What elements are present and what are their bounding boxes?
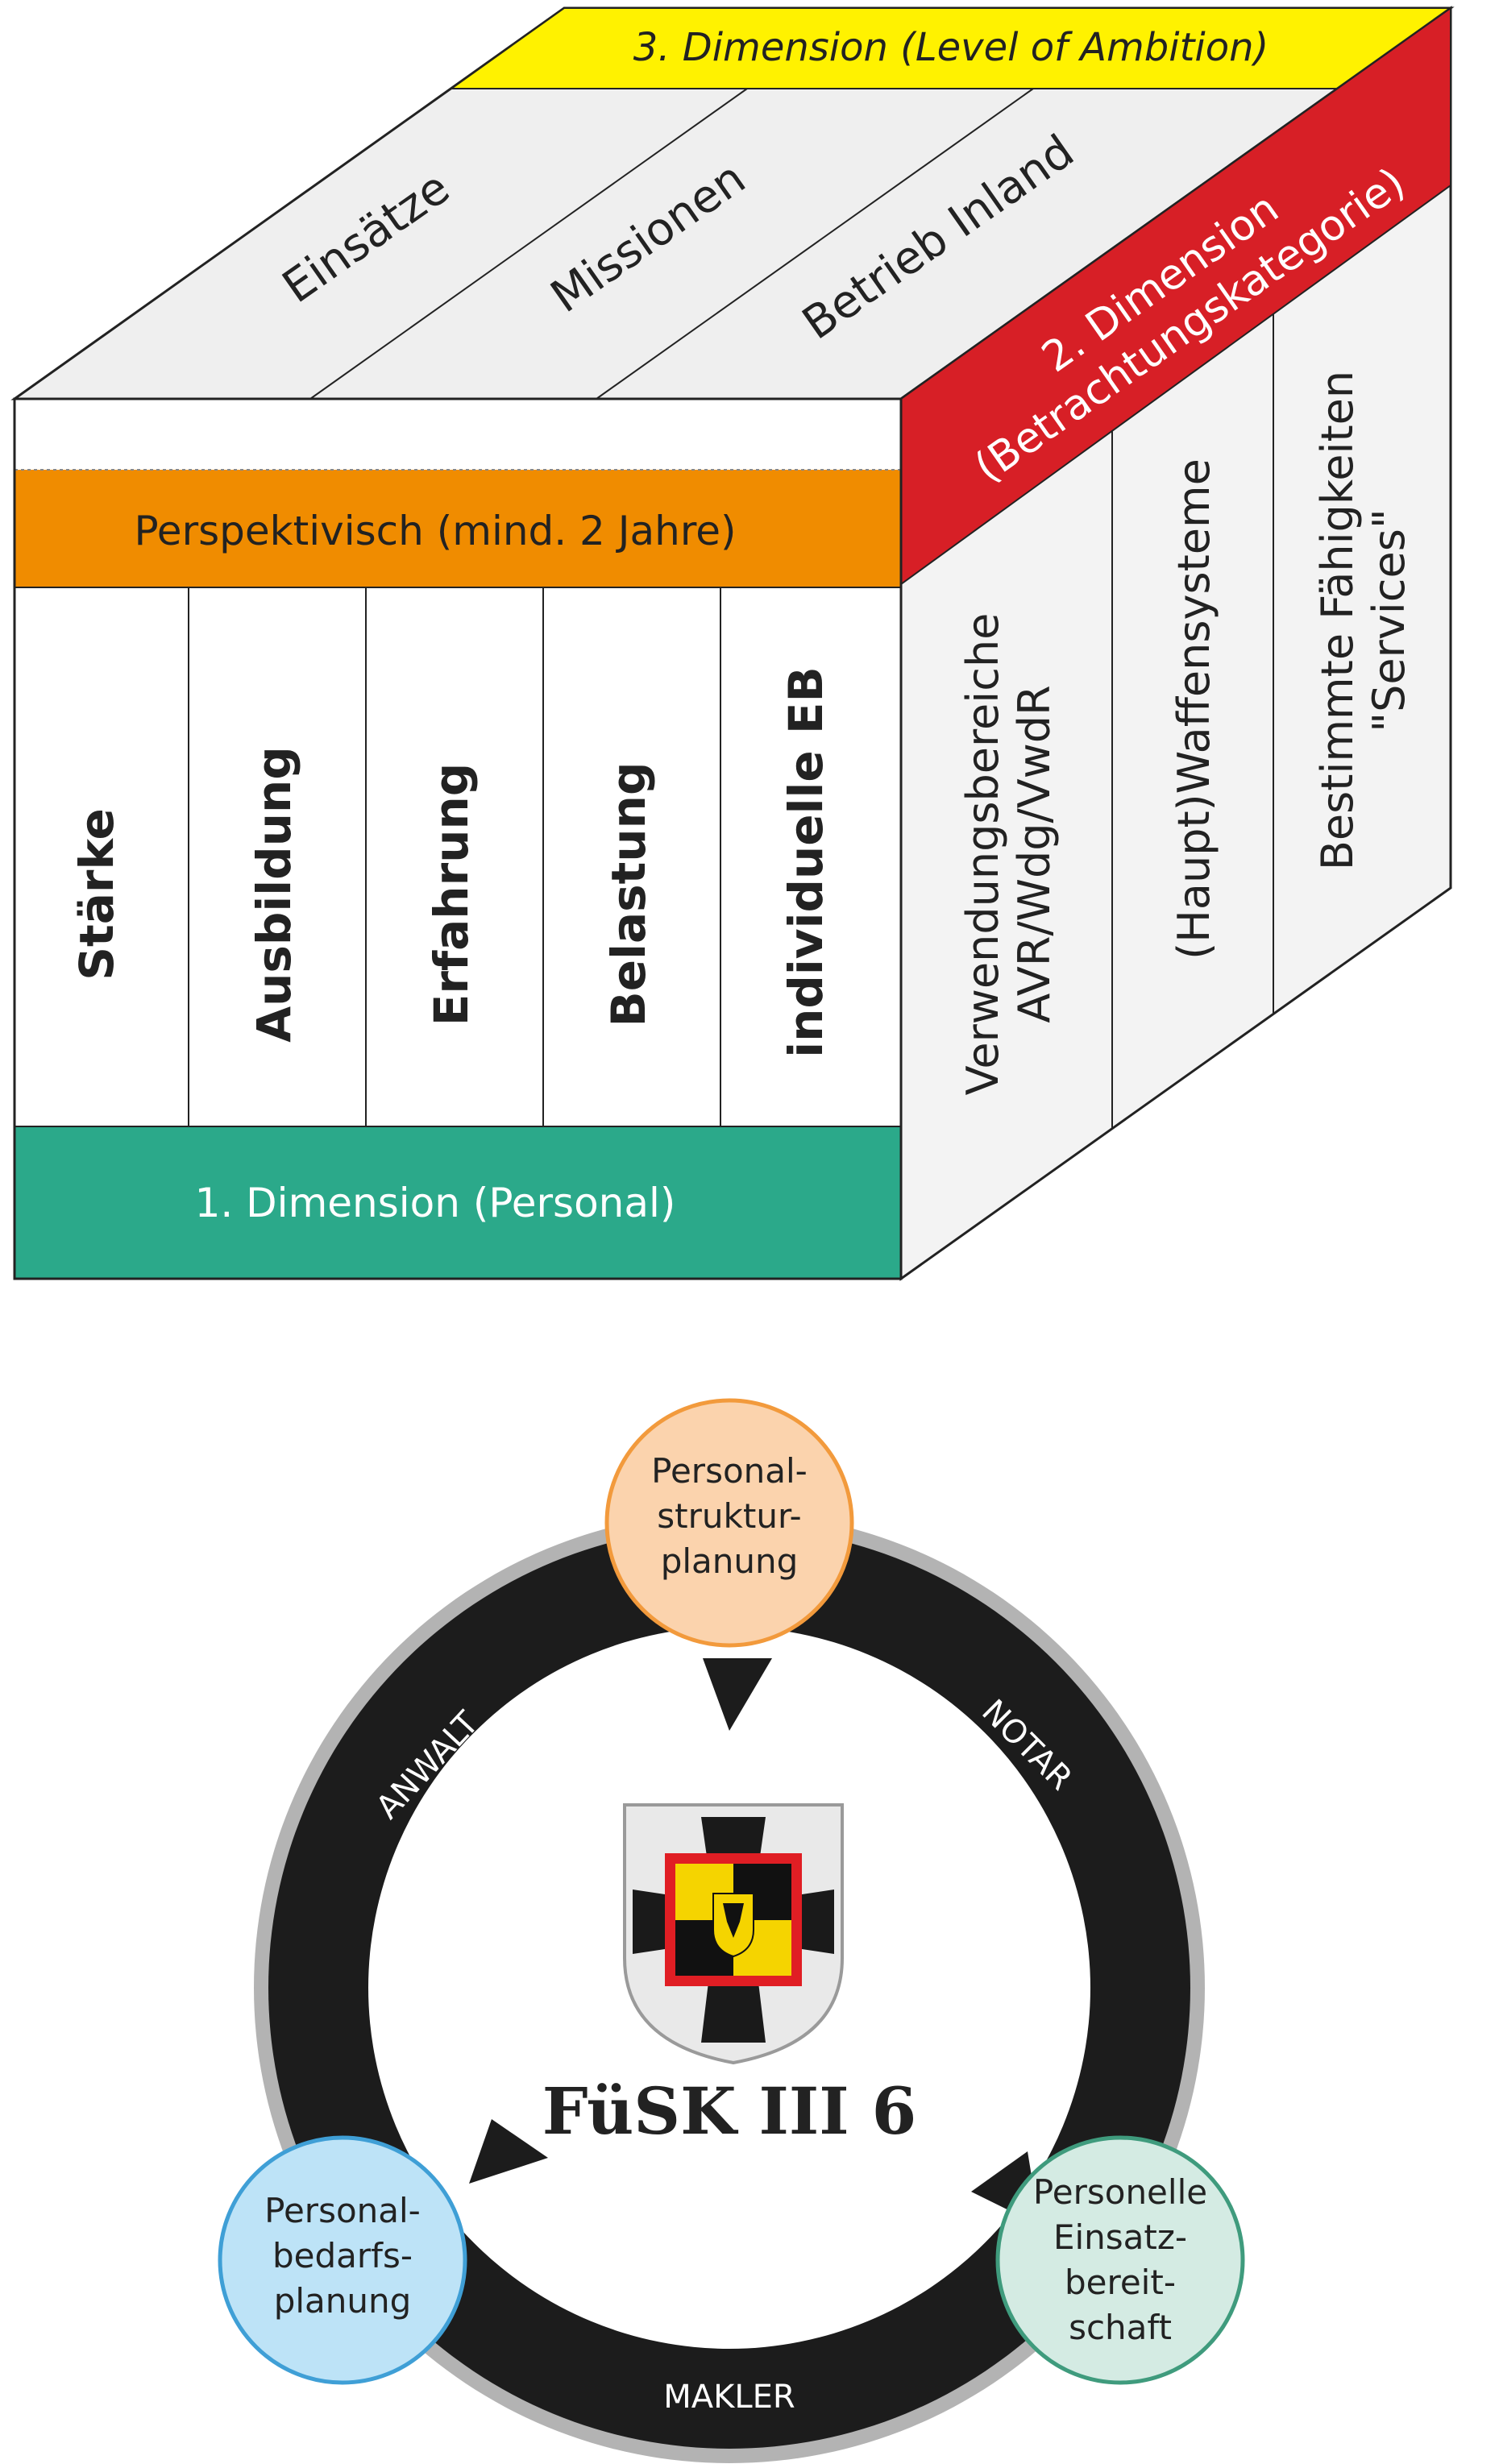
center-label: FüSK III 6 [542, 2073, 917, 2149]
node-readiness-line1: Personelle [1033, 2172, 1207, 2212]
dimension3-title: 3. Dimension (Level of Ambition) [633, 25, 1269, 70]
cube-diagram: 3. Dimension (Level of Ambition) Einsätz… [10, 6, 1455, 1281]
dimension2-item-1-line2: AVR/Wdg/VwdR [1009, 685, 1060, 1023]
perspective-band [15, 470, 901, 587]
node-structure-planning [604, 1398, 854, 1648]
top-divider-2 [596, 88, 1034, 400]
dimension1-item-4: Belastung [601, 762, 656, 1027]
dimension1-item-1: Stärke [69, 808, 124, 981]
dimension2-item-1-line1: Verwendungsbereiche [957, 613, 1008, 1096]
node-demand-planning-line1: Personal- [264, 2191, 421, 2230]
node-readiness-line3: bereit- [1065, 2263, 1176, 2302]
dimension1-band [14, 1126, 902, 1280]
dimension1-item-2: Ausbildung [247, 746, 301, 1043]
dimension1-item-3: Erfahrung [424, 763, 479, 1027]
perspective-label: Perspektivisch (mind. 2 Jahre) [134, 508, 736, 554]
node-structure-planning-line2: struktur- [657, 1496, 801, 1536]
dimension2-item-3-line2: "Services" [1364, 508, 1414, 732]
dimension2-item-2: (Haupt)Waffensysteme [1169, 458, 1219, 960]
arrowhead-left [469, 2119, 548, 2184]
role-makler: MAKLER [663, 2379, 795, 2416]
dimension1-item-5: individuelle EB [779, 666, 833, 1058]
node-readiness-line4: schaft [1069, 2308, 1172, 2347]
top-divider-1 [309, 88, 748, 400]
cycle-diagram: ANWALT NOTAR MAKLER Personal- struktur- … [218, 1398, 1245, 2463]
iron-cross-eagle-emblem [623, 1803, 844, 2065]
node-demand-planning [218, 2135, 467, 2385]
node-structure-planning-line3: planung [661, 1541, 799, 1581]
dimension1-title: 1. Dimension (Personal) [195, 1180, 676, 1226]
node-demand-planning-line3: planung [274, 2281, 412, 2321]
node-readiness-line2: Einsatz- [1053, 2217, 1187, 2257]
node-demand-planning-line2: bedarfs- [272, 2236, 413, 2275]
node-readiness [995, 2135, 1245, 2385]
node-structure-planning-line1: Personal- [651, 1451, 808, 1491]
arrowhead-top [703, 1658, 772, 1731]
dimension2-item-3-line1: Bestimmte Fähigkeiten [1312, 371, 1363, 870]
